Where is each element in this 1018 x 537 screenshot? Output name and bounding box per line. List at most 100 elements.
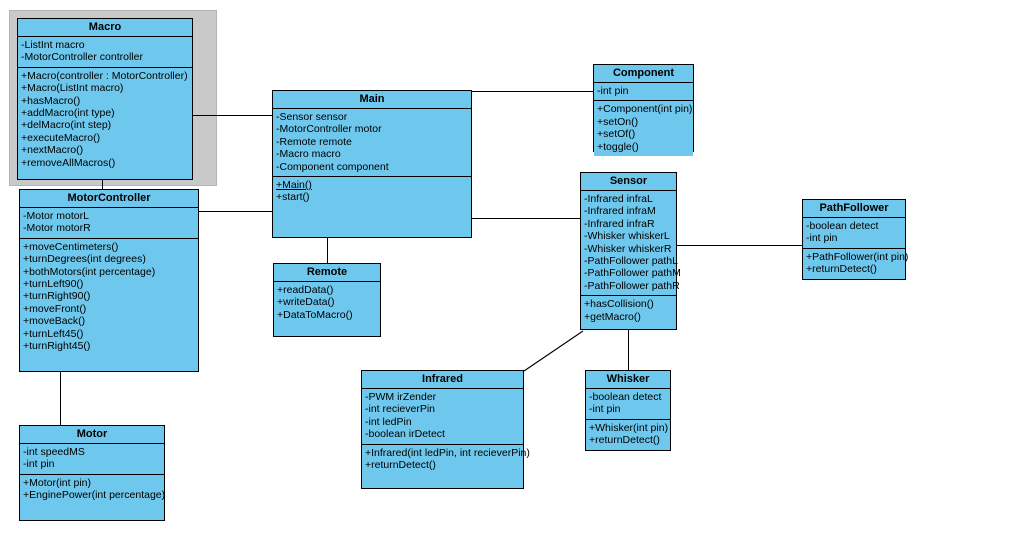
class-box-remote[interactable]: Remote +readData() +writeData() +DataToM… (273, 263, 381, 337)
method-row: +DataToMacro() (277, 308, 353, 321)
method-row: +hasMacro() (21, 94, 81, 107)
attribute-row: -Component component (276, 160, 389, 173)
association-main-sensor (471, 218, 581, 219)
method-row: +moveCentimeters() (23, 240, 119, 253)
association-sensor-pathfollower (676, 245, 802, 246)
class-box-pathfollower[interactable]: PathFollower -boolean detect -int pin +P… (802, 199, 909, 280)
class-methods-motor: +Motor(int pin) +EnginePower(int percent… (20, 474, 165, 505)
class-methods-pathfollower: +PathFollower(int pin) +returnDetect() (803, 248, 909, 279)
attribute-row: -Remote remote (276, 135, 352, 148)
attribute-row: -Motor motorR (23, 222, 91, 235)
attribute-row: -PathFollower pathL (584, 255, 678, 268)
class-title-motorcontroller: MotorController (20, 190, 198, 208)
attribute-row: -boolean detect (806, 220, 879, 232)
class-attributes-sensor: -Infrared infraL -Infrared infraM -Infra… (581, 191, 681, 297)
method-row: +returnDetect() (806, 263, 877, 276)
attribute-row: -int pin (23, 458, 55, 471)
association-main-component (471, 91, 594, 92)
method-row: +nextMacro() (21, 144, 84, 157)
class-box-whisker[interactable]: Whisker -boolean detect -int pin +Whiske… (585, 370, 671, 451)
method-row: +bothMotors(int percentage) (23, 265, 156, 278)
class-box-infrared[interactable]: Infrared -PWM irZender -int recieverPin … (361, 370, 530, 489)
class-box-main[interactable]: Main -Sensor sensor -MotorController mot… (272, 90, 472, 238)
method-row: +Whisker(int pin) (589, 421, 669, 434)
class-title-motor: Motor (20, 426, 164, 444)
class-title-remote: Remote (274, 264, 380, 282)
method-row: +turnRight90() (23, 290, 91, 303)
class-attributes-pathfollower: -boolean detect -int pin (803, 218, 905, 249)
attribute-row: -ListInt macro (21, 39, 85, 51)
attribute-row: -boolean irDetect (365, 428, 445, 441)
method-row: +moveBack() (23, 315, 86, 328)
method-row: +readData() (277, 284, 334, 296)
method-row: +moveFront() (23, 302, 87, 315)
attribute-row: -Whisker whiskerR (584, 242, 672, 255)
class-box-macro[interactable]: Macro -ListInt macro -MotorController co… (17, 18, 193, 180)
class-attributes-component: -int pin (594, 83, 693, 102)
class-attributes-infrared: -PWM irZender -int recieverPin -int ledP… (362, 389, 523, 445)
class-box-motorcontroller[interactable]: MotorController -Motor motorL -Motor mot… (19, 189, 199, 372)
class-attributes-motorcontroller: -Motor motorL -Motor motorR (20, 208, 198, 239)
method-row: +delMacro(int step) (21, 119, 112, 132)
method-row: +Component(int pin) (597, 103, 693, 116)
class-attributes-macro: -ListInt macro -MotorController controll… (18, 37, 192, 68)
class-box-component[interactable]: Component -int pin +Component(int pin) +… (593, 64, 694, 157)
class-methods-sensor: +hasCollision() +getMacro() (581, 296, 676, 327)
class-title-sensor: Sensor (581, 173, 676, 191)
method-row: +executeMacro() (21, 131, 101, 144)
class-title-macro: Macro (18, 19, 192, 37)
class-title-main: Main (273, 91, 471, 109)
method-row: +turnLeft90() (23, 278, 84, 291)
association-motorcontroller-motor (60, 372, 61, 426)
attribute-row: -PathFollower pathM (584, 267, 681, 280)
method-row: +removeAllMacros() (21, 156, 116, 169)
method-row: +returnDetect() (589, 434, 660, 447)
attribute-row: -PathFollower pathR (584, 279, 680, 292)
attribute-row: -MotorController motor (276, 123, 382, 136)
method-row: +turnDegrees(int degrees) (23, 253, 146, 266)
class-methods-whisker: +Whisker(int pin) +returnDetect() (586, 419, 670, 450)
class-methods-remote: +readData() +writeData() +DataToMacro() (274, 282, 380, 325)
class-box-sensor[interactable]: Sensor -Infrared infraL -Infrared infraM… (580, 172, 681, 330)
method-row: +Motor(int pin) (23, 476, 91, 489)
attribute-row: -int pin (597, 85, 629, 97)
method-row: +setOn() (597, 115, 639, 128)
class-title-pathfollower: PathFollower (803, 200, 905, 218)
method-row: +turnRight45() (23, 340, 91, 353)
method-row: +hasCollision() (584, 298, 654, 311)
attribute-row: -int recieverPin (365, 403, 436, 416)
class-methods-infrared: +Infrared(int ledPin, int recieverPin) +… (362, 444, 530, 475)
method-row: +toggle() (597, 140, 639, 153)
method-row: +start() (276, 191, 310, 204)
class-title-component: Component (594, 65, 693, 83)
method-row: +Macro(controller : MotorController) (21, 69, 188, 82)
association-main-remote (327, 238, 328, 263)
attribute-row: -int pin (589, 403, 621, 416)
method-row: +PathFollower(int pin) (806, 250, 909, 263)
class-attributes-whisker: -boolean detect -int pin (586, 389, 670, 420)
association-macro-motorcontroller (102, 180, 103, 189)
association-motorcontroller-main (199, 211, 274, 212)
class-methods-main: +Main() +start() (273, 177, 471, 207)
method-row: +writeData() (277, 296, 335, 309)
method-row: +Macro(ListInt macro) (21, 82, 124, 95)
method-row: +Infrared(int ledPin, int recieverPin) (365, 446, 530, 459)
class-methods-motorcontroller: +moveCentimeters() +turnDegrees(int degr… (20, 238, 198, 356)
attribute-row: -int speedMS (23, 446, 85, 458)
class-box-motor[interactable]: Motor -int speedMS -int pin +Motor(int p… (19, 425, 165, 521)
class-attributes-main: -Sensor sensor -MotorController motor -R… (273, 109, 471, 178)
attribute-row: -int ledPin (365, 415, 412, 428)
class-title-infrared: Infrared (362, 371, 523, 389)
class-title-whisker: Whisker (586, 371, 670, 389)
method-row: +setOf() (597, 128, 636, 141)
attribute-row: -Macro macro (276, 148, 341, 161)
attribute-row: -Sensor sensor (276, 111, 348, 123)
attribute-row: -Whisker whiskerL (584, 230, 670, 243)
attribute-row: -Infrared infraR (584, 217, 655, 230)
attribute-row: -Motor motorL (23, 210, 89, 222)
class-methods-component: +Component(int pin) +setOn() +setOf() +t… (594, 101, 693, 157)
method-row: +addMacro(int type) (21, 107, 115, 120)
attribute-row: -MotorController controller (21, 51, 143, 64)
